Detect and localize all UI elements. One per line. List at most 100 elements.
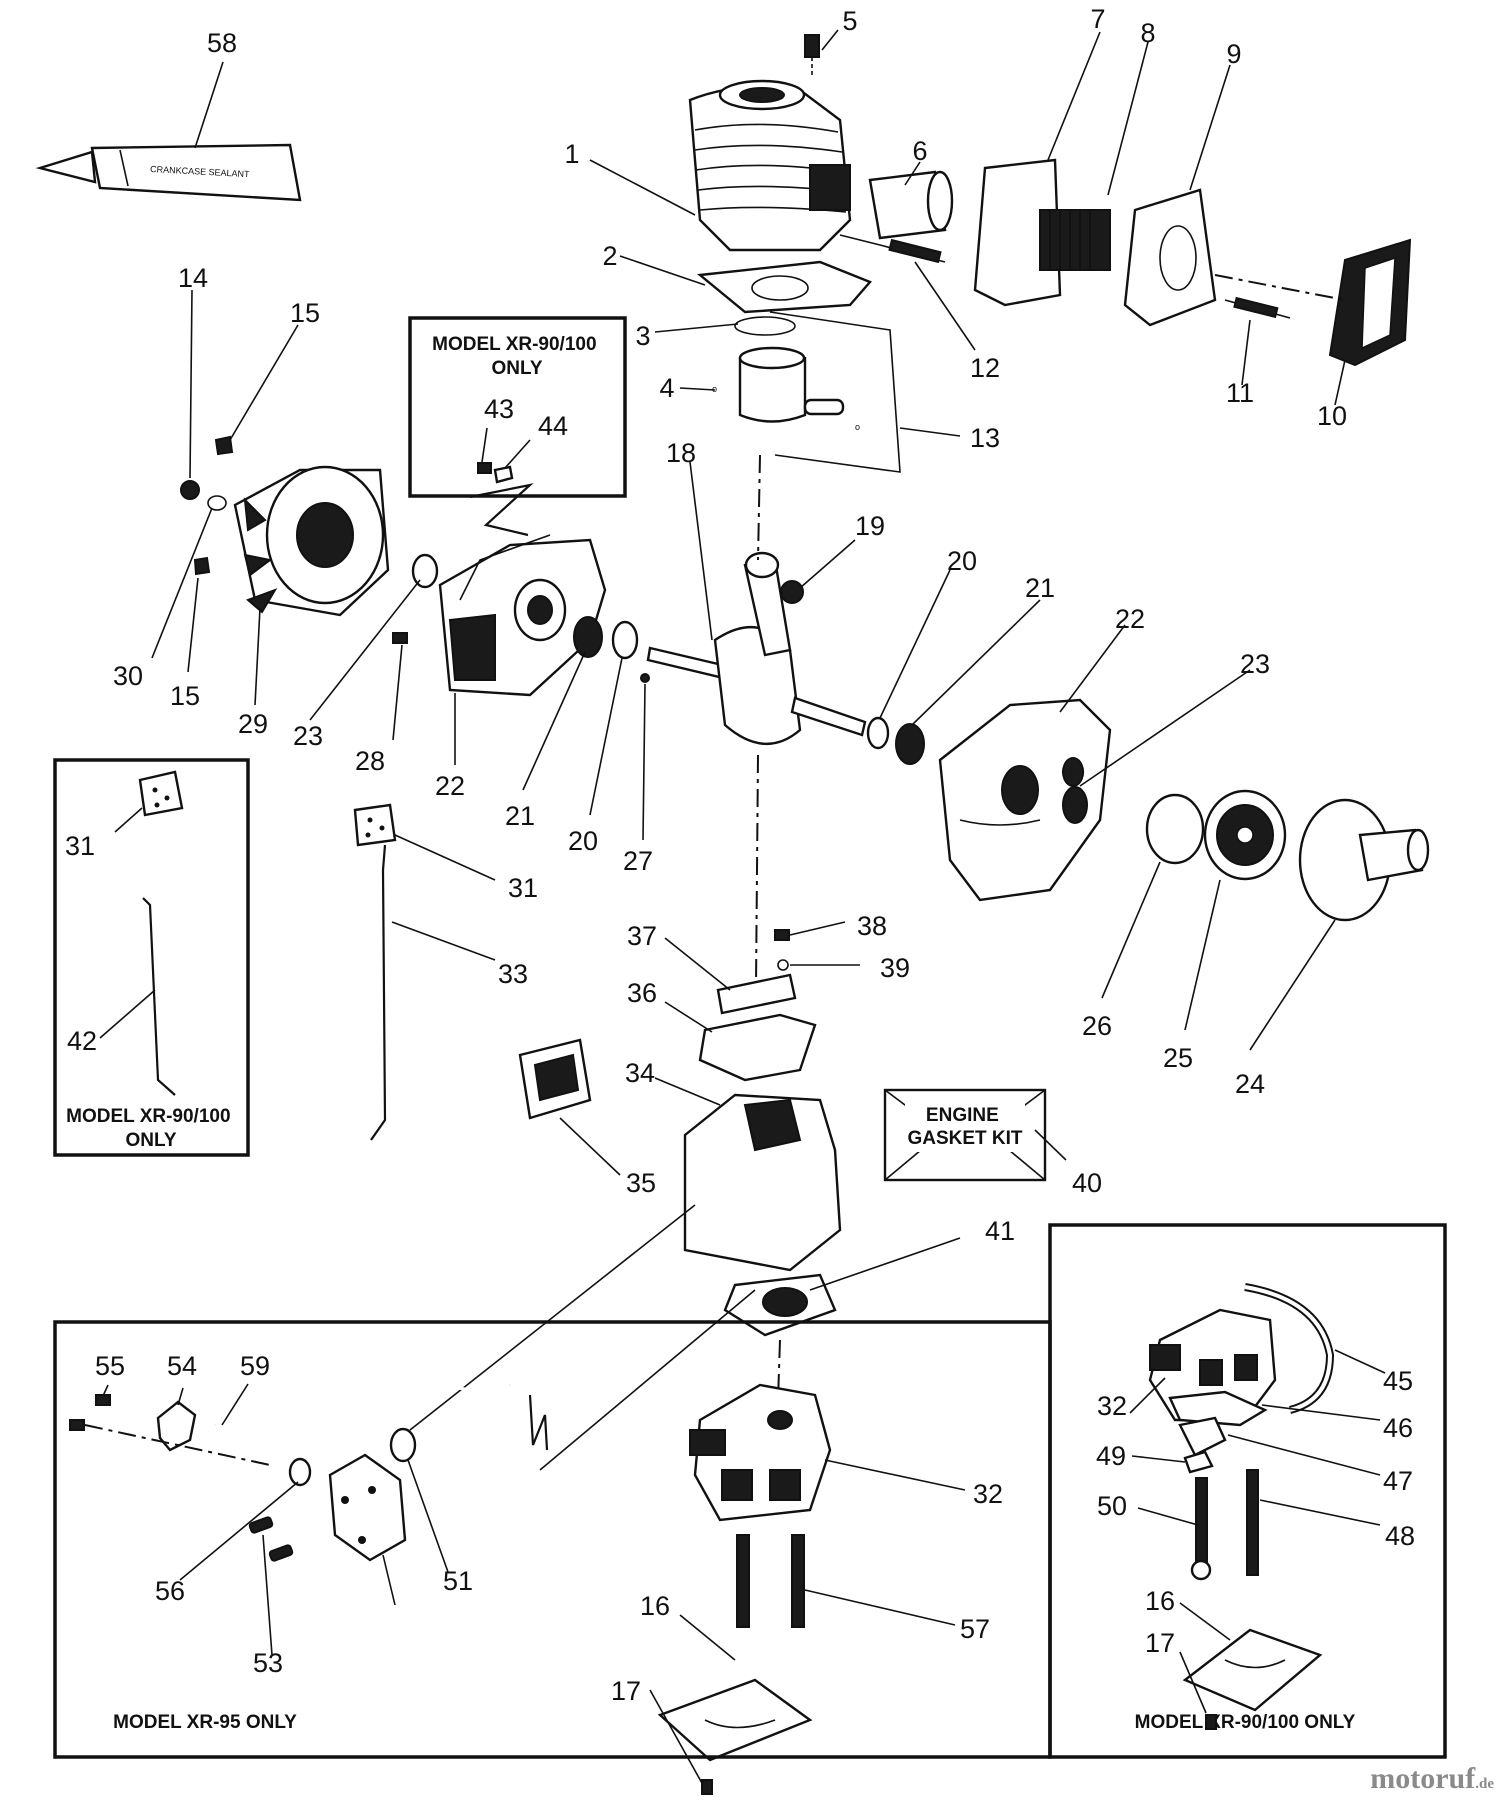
fuel-line-part-45-inner	[1244, 1285, 1333, 1412]
callout-29: 29	[238, 709, 268, 739]
gasket-kit-line1: ENGINE	[926, 1105, 999, 1126]
fuel-pump-dash-link	[528, 1394, 549, 1451]
callout-20-right: 20	[947, 546, 977, 576]
dice-part-31-alt	[138, 770, 184, 817]
key-part-27	[640, 673, 650, 683]
screw-part-28	[392, 632, 408, 644]
model-box-top-line1: MODEL XR-90/100	[432, 334, 596, 355]
screw-part-53-a	[248, 1516, 274, 1534]
o-ring-part-51	[389, 1427, 417, 1463]
callout-23-right: 23	[1240, 649, 1270, 679]
filter-alignment-line	[1214, 274, 1346, 301]
svg-text:o: o	[712, 384, 717, 394]
gasket-part-35	[518, 1038, 592, 1120]
washer-part-39	[777, 959, 789, 971]
filter-base-part-7	[973, 158, 1111, 307]
model-box-left-title: MODEL XR-90/100 ONLY	[66, 1106, 236, 1151]
callout-40: 40	[1072, 1168, 1102, 1198]
fuel-pump-body	[328, 1453, 407, 1562]
callout-numbers: 58 1 2 3 4 5 6 7 8 9 10 11 12 13 14 15 1…	[65, 4, 1415, 1706]
callout-44: 44	[538, 411, 568, 441]
callout-9: 9	[1226, 39, 1241, 69]
xr95-dash-axis	[84, 1424, 271, 1466]
screw-part-53-b	[268, 1544, 294, 1562]
callout-14: 14	[178, 263, 208, 293]
dash-gasket-link	[469, 483, 534, 537]
callout-23-left: 23	[293, 721, 323, 751]
seal-part-20-left	[611, 620, 639, 660]
pump-leader	[382, 1554, 396, 1606]
callout-27: 27	[623, 846, 653, 876]
callout-26: 26	[1082, 1011, 1112, 1041]
center-axis-line-2	[755, 754, 759, 986]
callout-21-left: 21	[505, 801, 535, 831]
spring-part-15-lower	[193, 556, 211, 576]
model-box-bottom	[1048, 1223, 1447, 1759]
bearing-part-21-left	[573, 616, 603, 658]
seal-part-20-right	[866, 716, 890, 750]
callout-56: 56	[155, 1576, 185, 1606]
plate-part-26	[1145, 793, 1205, 865]
callout-11: 11	[1226, 378, 1254, 408]
screw-part-17-alt	[1205, 1714, 1217, 1730]
callout-49: 49	[1096, 1441, 1126, 1471]
callout-31-box: 31	[65, 831, 95, 861]
callout-38: 38	[857, 911, 887, 941]
o-ring-part-56	[288, 1457, 312, 1487]
carburetor-part-32-alt	[1148, 1308, 1277, 1422]
model-box-top-line2: ONLY	[491, 358, 542, 379]
spring-part-15-upper	[214, 435, 234, 456]
rod-part-42	[142, 897, 176, 1096]
callout-17-center: 17	[611, 1676, 641, 1706]
cover-part-16-alt-inner	[1224, 1659, 1286, 1669]
spacer-part-6	[868, 170, 954, 240]
callout-19: 19	[855, 511, 885, 541]
callout-20-left: 20	[568, 826, 598, 856]
plate-part-37	[716, 973, 797, 1015]
carb-adapter-part-34	[683, 1093, 842, 1272]
callout-47: 47	[1383, 1466, 1413, 1496]
callout-17-box: 17	[1145, 1628, 1175, 1658]
piston-ring-part-3	[734, 316, 796, 336]
callout-2: 2	[602, 241, 617, 271]
clutch-part-25	[1203, 789, 1287, 881]
gasket-part-46	[1168, 1390, 1268, 1427]
screw-part-43	[477, 462, 492, 474]
cylinder-part	[688, 79, 852, 252]
gasket-kit-label: ENGINE GASKET KIT	[907, 1105, 1022, 1149]
model-box-xr95-title: MODEL XR-95 ONLY	[113, 1712, 297, 1733]
callout-51: 51	[443, 1566, 473, 1596]
bearing-part-21-right	[895, 723, 925, 765]
callout-50: 50	[1097, 1491, 1127, 1521]
screw-part-57-a	[736, 1534, 750, 1628]
callout-43: 43	[484, 394, 514, 424]
callout-8: 8	[1140, 18, 1155, 48]
spring-coil-12	[888, 238, 942, 264]
callout-41: 41	[985, 1216, 1015, 1246]
callout-48: 48	[1385, 1521, 1415, 1551]
callout-45: 45	[1383, 1366, 1413, 1396]
callout-53: 53	[253, 1648, 283, 1678]
callout-15-top: 15	[290, 298, 320, 328]
seal-part-23-left	[411, 553, 439, 589]
callout-31: 31	[508, 873, 538, 903]
screw-part-5	[804, 34, 820, 78]
callout-22-right: 22	[1115, 604, 1145, 634]
callout-7: 7	[1090, 4, 1105, 34]
cover-part-16-alt	[1182, 1628, 1323, 1712]
center-axis-line	[757, 454, 761, 561]
callout-4: 4	[659, 373, 674, 403]
bearing-part-19	[780, 580, 804, 604]
gasket-hole	[751, 275, 809, 301]
gasket-kit-line2: GASKET KIT	[907, 1128, 1022, 1149]
fuel-pump-leader-1	[409, 1204, 696, 1431]
callout-37: 37	[627, 921, 657, 951]
cover-part-16-inner	[704, 1719, 776, 1729]
fuel-pump-leader-2	[539, 1289, 756, 1471]
callout-6: 6	[912, 136, 927, 166]
screw-part-55b	[69, 1419, 85, 1431]
nut-part-14	[180, 480, 200, 500]
screw-part-48	[1246, 1469, 1259, 1576]
callout-1: 1	[564, 139, 579, 169]
